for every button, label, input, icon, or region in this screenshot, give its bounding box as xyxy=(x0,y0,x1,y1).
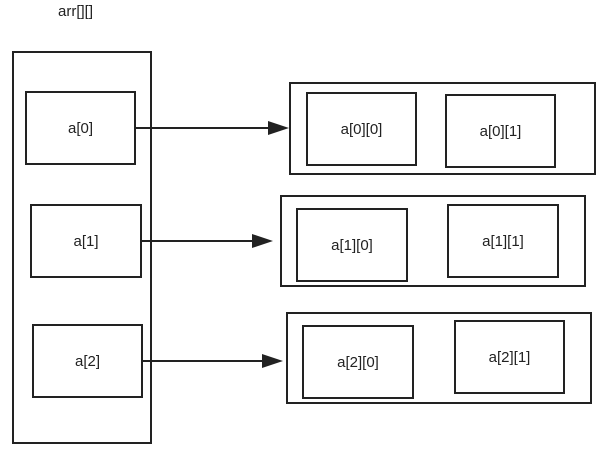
outer-item-a0: a[0] xyxy=(25,91,136,165)
arrow-a0 xyxy=(136,121,289,135)
inner-cell-a2-0: a[2][0] xyxy=(302,325,414,399)
inner-cell-a1-1: a[1][1] xyxy=(447,204,559,278)
diagram-title: arr[][] xyxy=(58,3,94,20)
arrow-a2 xyxy=(143,354,283,368)
outer-item-a2: a[2] xyxy=(32,324,143,398)
arrow-a1 xyxy=(142,234,273,248)
outer-item-a1: a[1] xyxy=(30,204,142,278)
inner-cell-a1-0: a[1][0] xyxy=(296,208,408,282)
inner-cell-a0-0: a[0][0] xyxy=(306,92,417,166)
inner-cell-a0-1: a[0][1] xyxy=(445,94,556,168)
inner-cell-a2-1: a[2][1] xyxy=(454,320,565,394)
